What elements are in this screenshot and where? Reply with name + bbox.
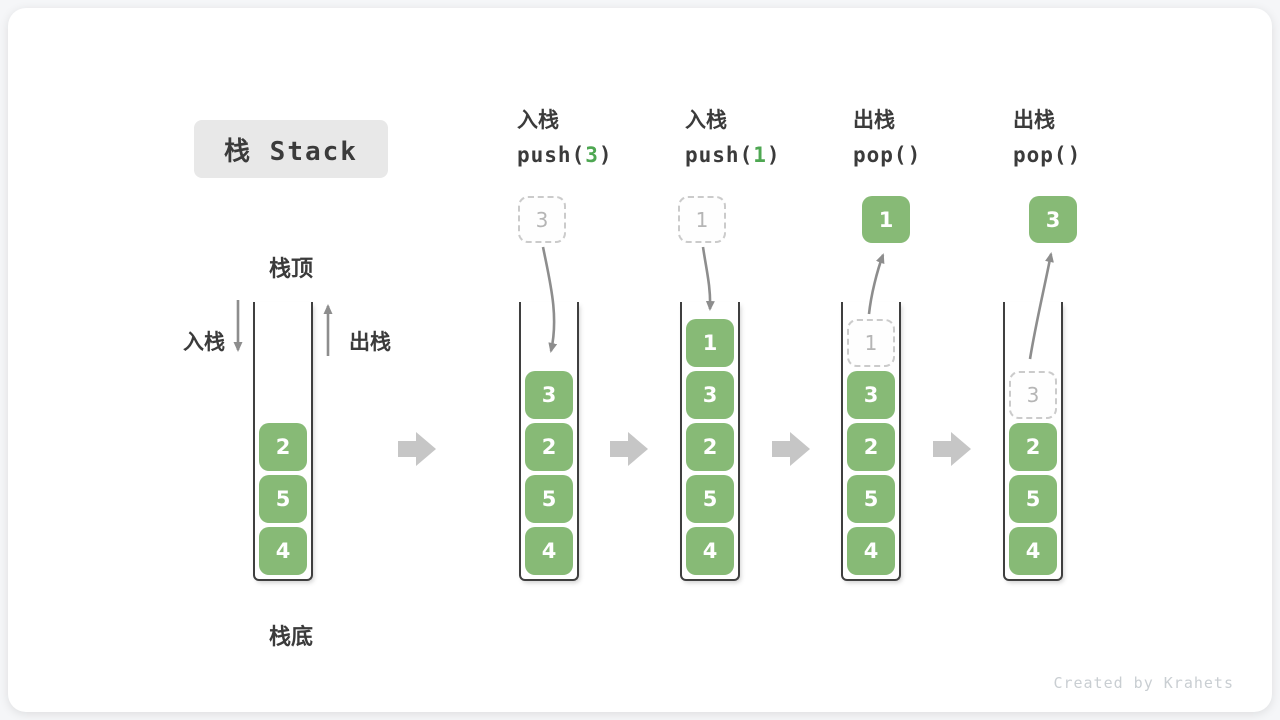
stack-item: 5 — [1009, 475, 1057, 523]
stack-item-ghost: 3 — [1009, 371, 1057, 419]
floating-value-box-c4: 1 — [862, 196, 910, 243]
stack-item: 3 — [847, 371, 895, 419]
column-header-c2: 入栈 push(3) — [517, 104, 677, 167]
header-operation-label: 出栈 — [1013, 108, 1055, 132]
stack-item: 4 — [525, 527, 573, 575]
stack-item: 5 — [847, 475, 895, 523]
header-operation-label: 入栈 — [517, 108, 559, 132]
step-arrow-icon — [772, 432, 810, 466]
header-code: push(1) — [685, 143, 781, 167]
header-operation-label: 入栈 — [685, 108, 727, 132]
title-badge: 栈 Stack — [194, 120, 388, 178]
column-header-c5: 出栈 pop() — [1013, 104, 1173, 167]
floating-value-box-c3: 1 — [678, 196, 726, 243]
stack-item: 4 — [686, 527, 734, 575]
stack-item: 2 — [259, 423, 307, 471]
header-code-argument: 1 — [753, 143, 767, 167]
column-header-c3: 入栈 push(1) — [685, 104, 845, 167]
stack-item: 2 — [525, 423, 573, 471]
watermark: Created by Krahets — [1053, 674, 1234, 692]
column-header-c4: 出栈 pop() — [853, 104, 1013, 167]
floating-value-box-c2: 3 — [518, 196, 566, 243]
header-operation-label: 出栈 — [853, 108, 895, 132]
header-code: pop() — [853, 143, 922, 167]
stack-item-ghost: 1 — [847, 319, 895, 367]
stack-item: 2 — [686, 423, 734, 471]
stack-item: 4 — [1009, 527, 1057, 575]
stack-item: 2 — [1009, 423, 1057, 471]
floating-value-box-c5: 3 — [1029, 196, 1077, 243]
stack-item: 5 — [259, 475, 307, 523]
step-arrow-icon — [398, 432, 436, 466]
stack-item: 2 — [847, 423, 895, 471]
step-arrow-icon — [610, 432, 648, 466]
stack-item: 4 — [847, 527, 895, 575]
title-text: 栈 Stack — [224, 136, 358, 167]
stack-item: 4 — [259, 527, 307, 575]
header-code: push(3) — [517, 143, 613, 167]
label-push: 入栈 — [183, 330, 225, 354]
label-pop: 出栈 — [349, 330, 391, 354]
step-arrow-icon — [933, 432, 971, 466]
stack-item: 3 — [686, 371, 734, 419]
stack-item: 5 — [525, 475, 573, 523]
header-code-argument: 3 — [585, 143, 599, 167]
push1-motion-arrow-icon — [701, 246, 715, 311]
header-code: pop() — [1013, 143, 1082, 167]
stack-item: 5 — [686, 475, 734, 523]
label-stack-top: 栈顶 — [268, 257, 313, 282]
stack-item: 3 — [525, 371, 573, 419]
stack-item: 1 — [686, 319, 734, 367]
label-stack-bottom: 栈底 — [268, 625, 313, 650]
